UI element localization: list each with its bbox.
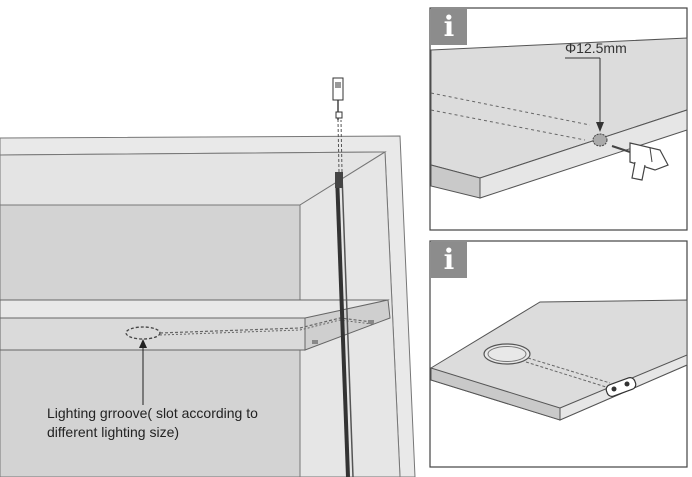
callout-line-1: Lighting grroove( slot according to (47, 405, 258, 421)
cabinet-main-view (0, 77, 416, 477)
hole-diameter-label: Φ12.5mm (565, 40, 627, 56)
drill-icon (611, 142, 669, 181)
info-icon: i (431, 242, 467, 278)
info-icon: i (431, 9, 467, 45)
detail-panel-groove (429, 240, 688, 468)
detail-panel-drilling (429, 7, 688, 231)
callout-line-2: different lighting size) (47, 424, 180, 440)
groove-callout: Lighting grroove( slot according to diff… (47, 404, 317, 442)
